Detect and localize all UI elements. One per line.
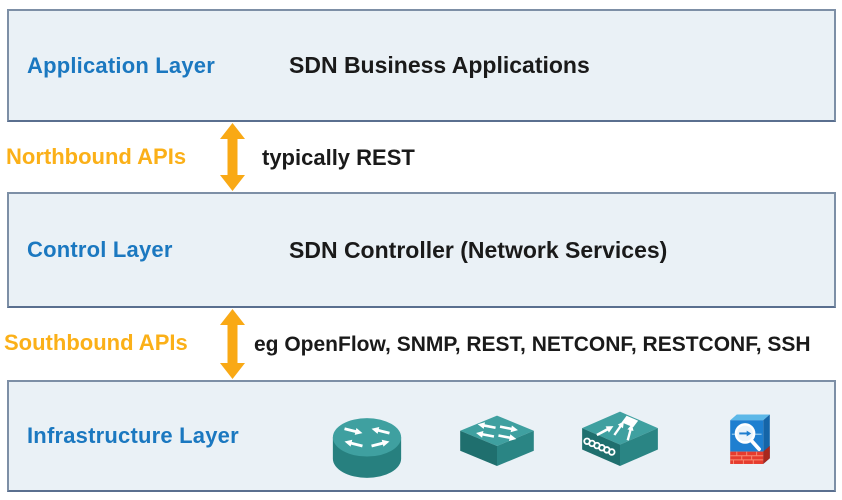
infrastructure-layer-title: Infrastructure Layer bbox=[27, 423, 239, 448]
southbound-double-arrow-icon bbox=[220, 309, 245, 379]
multilayer-switch-icon bbox=[582, 411, 658, 466]
control-layer-title: Control Layer bbox=[27, 237, 173, 262]
application-layer-content: SDN Business Applications bbox=[289, 52, 590, 78]
northbound-apis-label: Northbound APIs bbox=[6, 144, 187, 169]
firewall-icon bbox=[730, 414, 770, 464]
control-layer-content: SDN Controller (Network Services) bbox=[289, 236, 668, 263]
northbound-annotation: typically REST bbox=[262, 145, 415, 170]
infrastructure-layer-box: Infrastructure Layer bbox=[7, 380, 836, 492]
router-icon bbox=[332, 418, 402, 478]
southbound-annotation: eg OpenFlow, SNMP, REST, NETCONF, RESTCO… bbox=[254, 333, 811, 356]
northbound-double-arrow-icon bbox=[220, 123, 245, 191]
switch-icon bbox=[460, 415, 534, 466]
application-layer-box: Application Layer SDN Business Applicati… bbox=[7, 9, 836, 122]
control-layer-box: Control Layer SDN Controller (Network Se… bbox=[7, 192, 836, 308]
application-layer-title: Application Layer bbox=[27, 52, 215, 78]
southbound-apis-label: Southbound APIs bbox=[4, 330, 188, 355]
